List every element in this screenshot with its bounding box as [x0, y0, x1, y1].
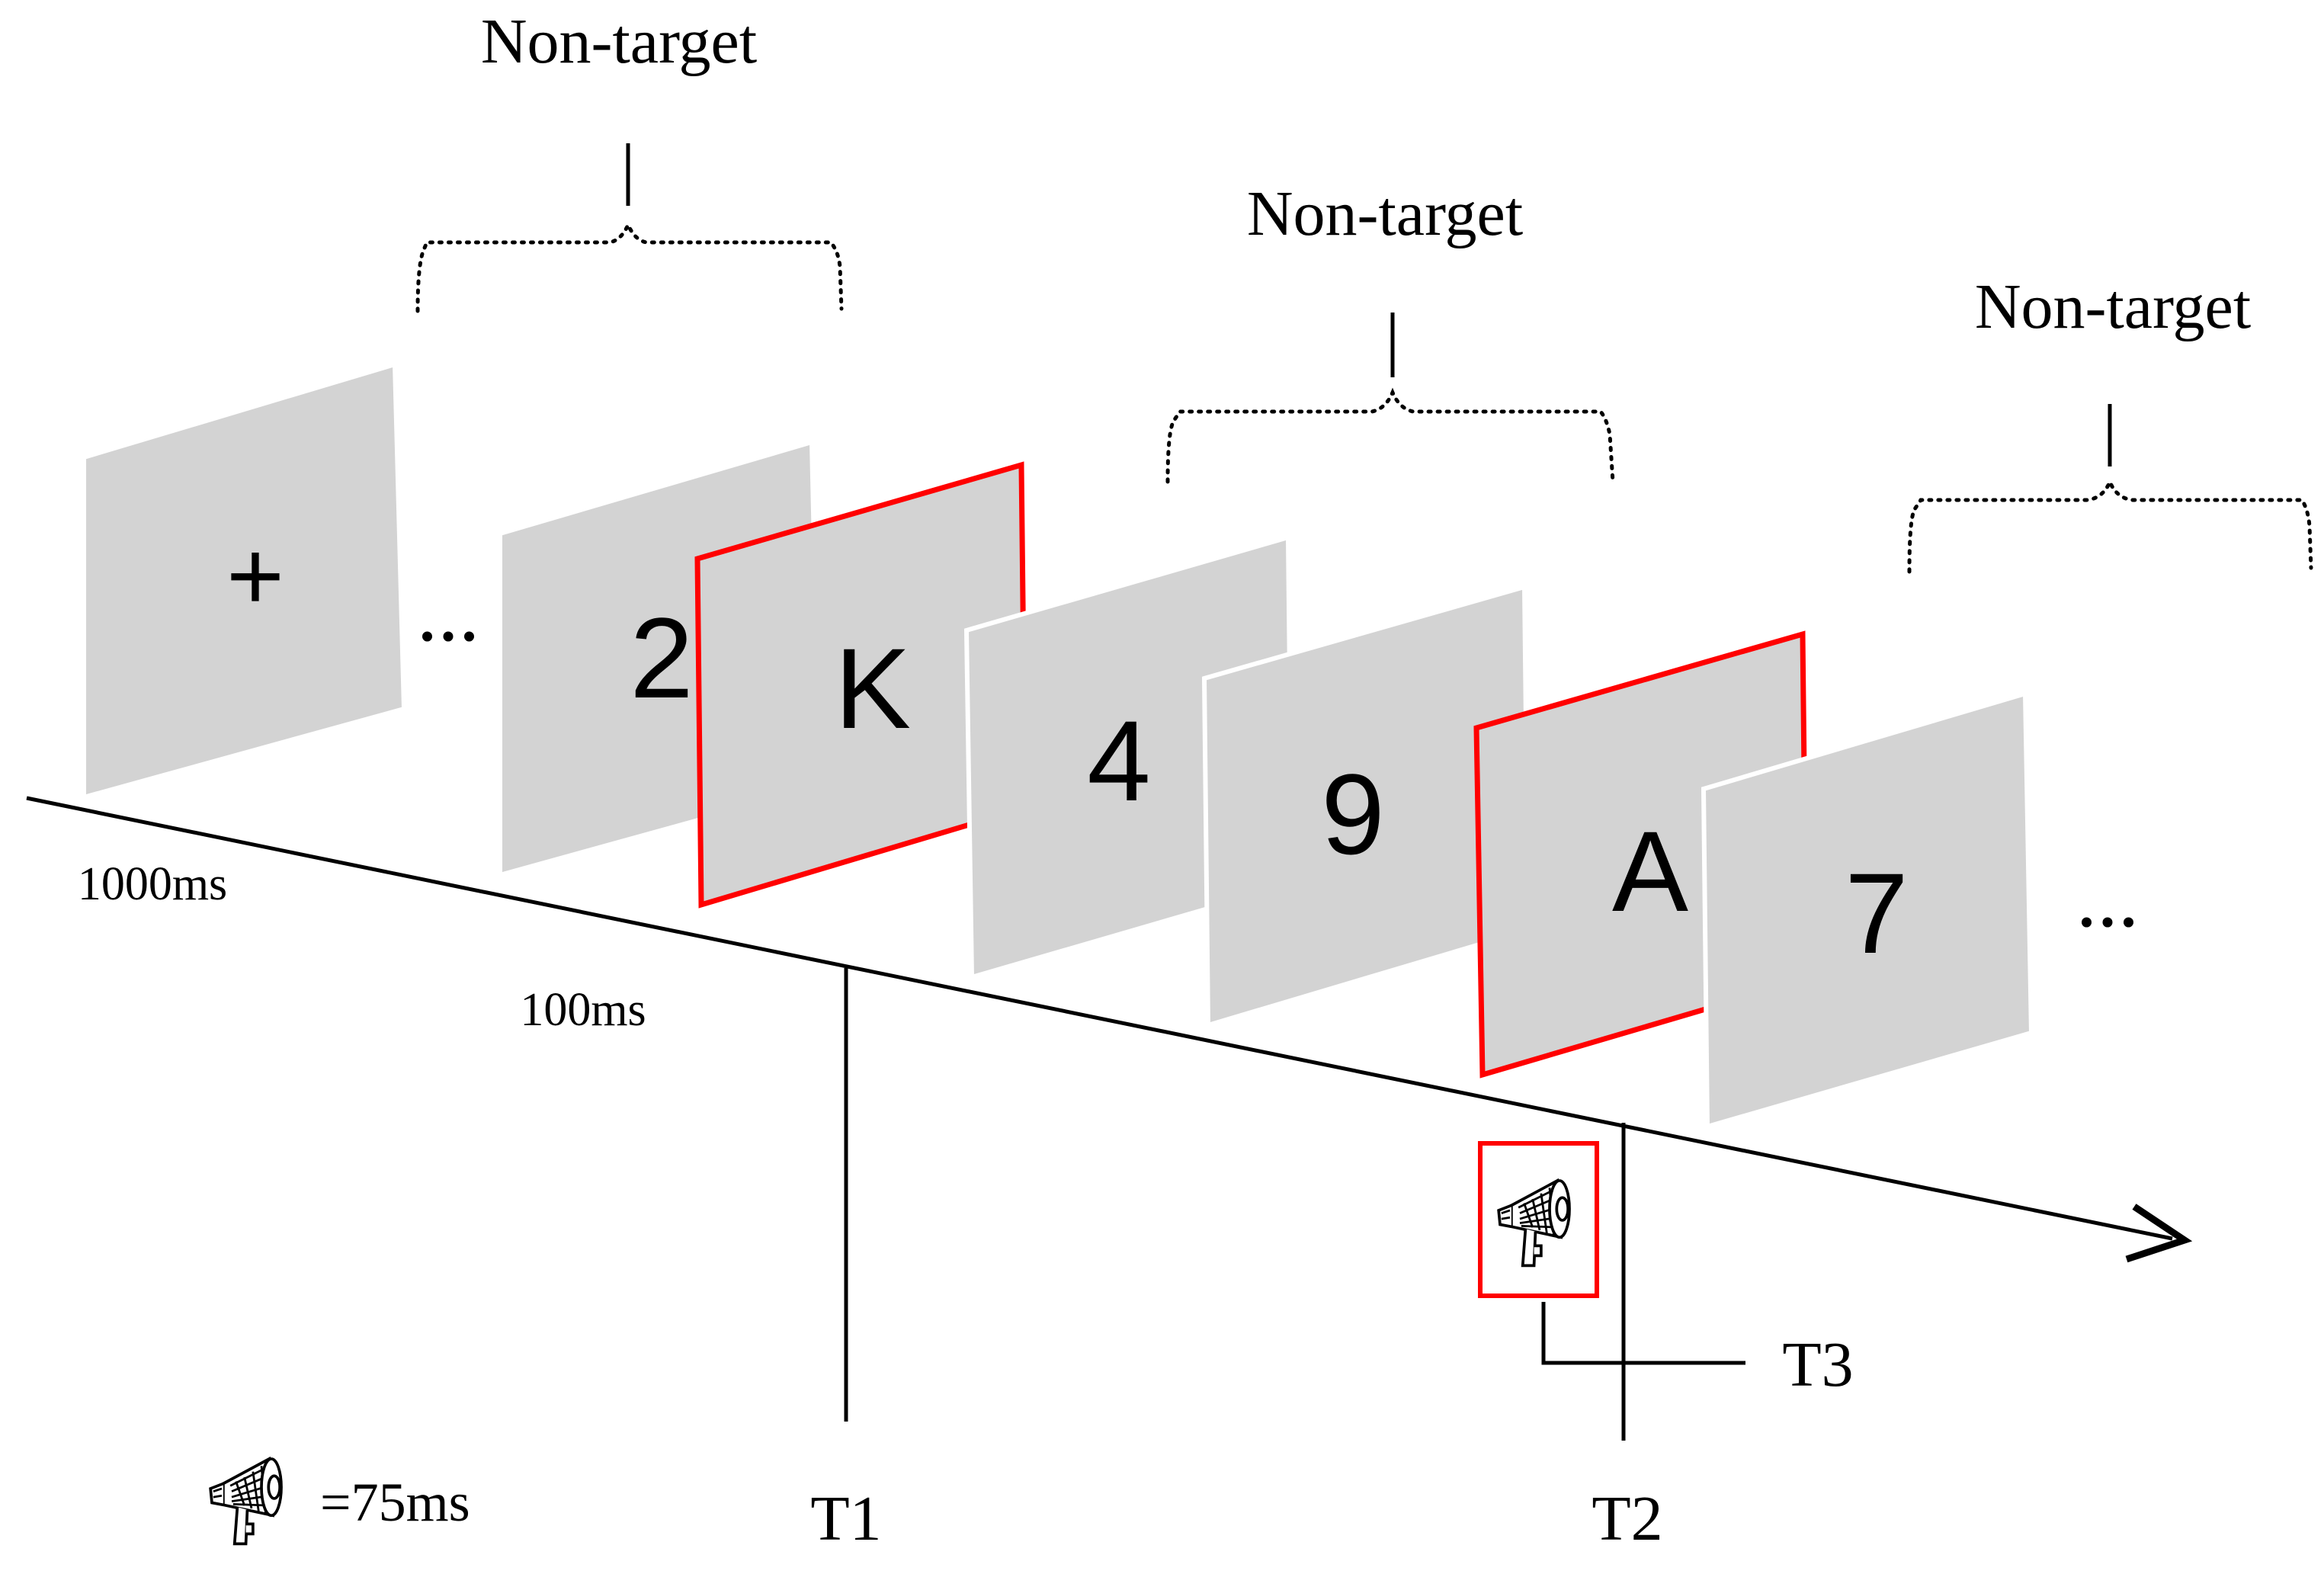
t3-marker: T3: [1478, 1141, 1854, 1400]
frame-a-label: A: [1612, 807, 1688, 935]
frame-2-label: 2: [630, 594, 693, 722]
ellipsis-left: ...: [417, 566, 480, 659]
fixation-cross: +: [226, 520, 284, 631]
frame-fixation: +: [82, 361, 407, 800]
duration-1000ms-label: 1000ms: [78, 858, 227, 910]
frame-4-label: 4: [1087, 697, 1150, 825]
duration-100ms-label: 100ms: [520, 984, 646, 1036]
t1-marker: T1: [810, 968, 882, 1554]
frame-9: 9: [1201, 584, 1531, 1029]
timeline-axis: [26, 796, 2193, 1263]
megaphone-icon: [209, 1457, 283, 1546]
non-target-label-3: Non-target: [1975, 271, 2251, 342]
t2-label: T2: [1592, 1483, 1662, 1554]
bracket-2: [1165, 313, 1615, 484]
non-target-label-1: Non-target: [481, 6, 757, 77]
frame-9-label: 9: [1321, 750, 1384, 878]
frame-k-target: K: [694, 461, 1028, 909]
frame-k-label: K: [835, 624, 911, 752]
non-target-label-2: Non-target: [1247, 178, 1523, 249]
frame-7: 7: [1701, 691, 2034, 1130]
bracket-1: [415, 143, 844, 313]
legend: =75ms: [209, 1457, 470, 1546]
frame-7-label: 7: [1845, 849, 1908, 977]
t2-marker: T2: [1592, 1123, 1663, 1554]
legend-label: =75ms: [320, 1472, 470, 1533]
bracket-3: [1907, 404, 2313, 574]
t3-label: T3: [1782, 1329, 1853, 1400]
ellipsis-right: ...: [2076, 851, 2140, 944]
t1-label: T1: [810, 1483, 881, 1554]
